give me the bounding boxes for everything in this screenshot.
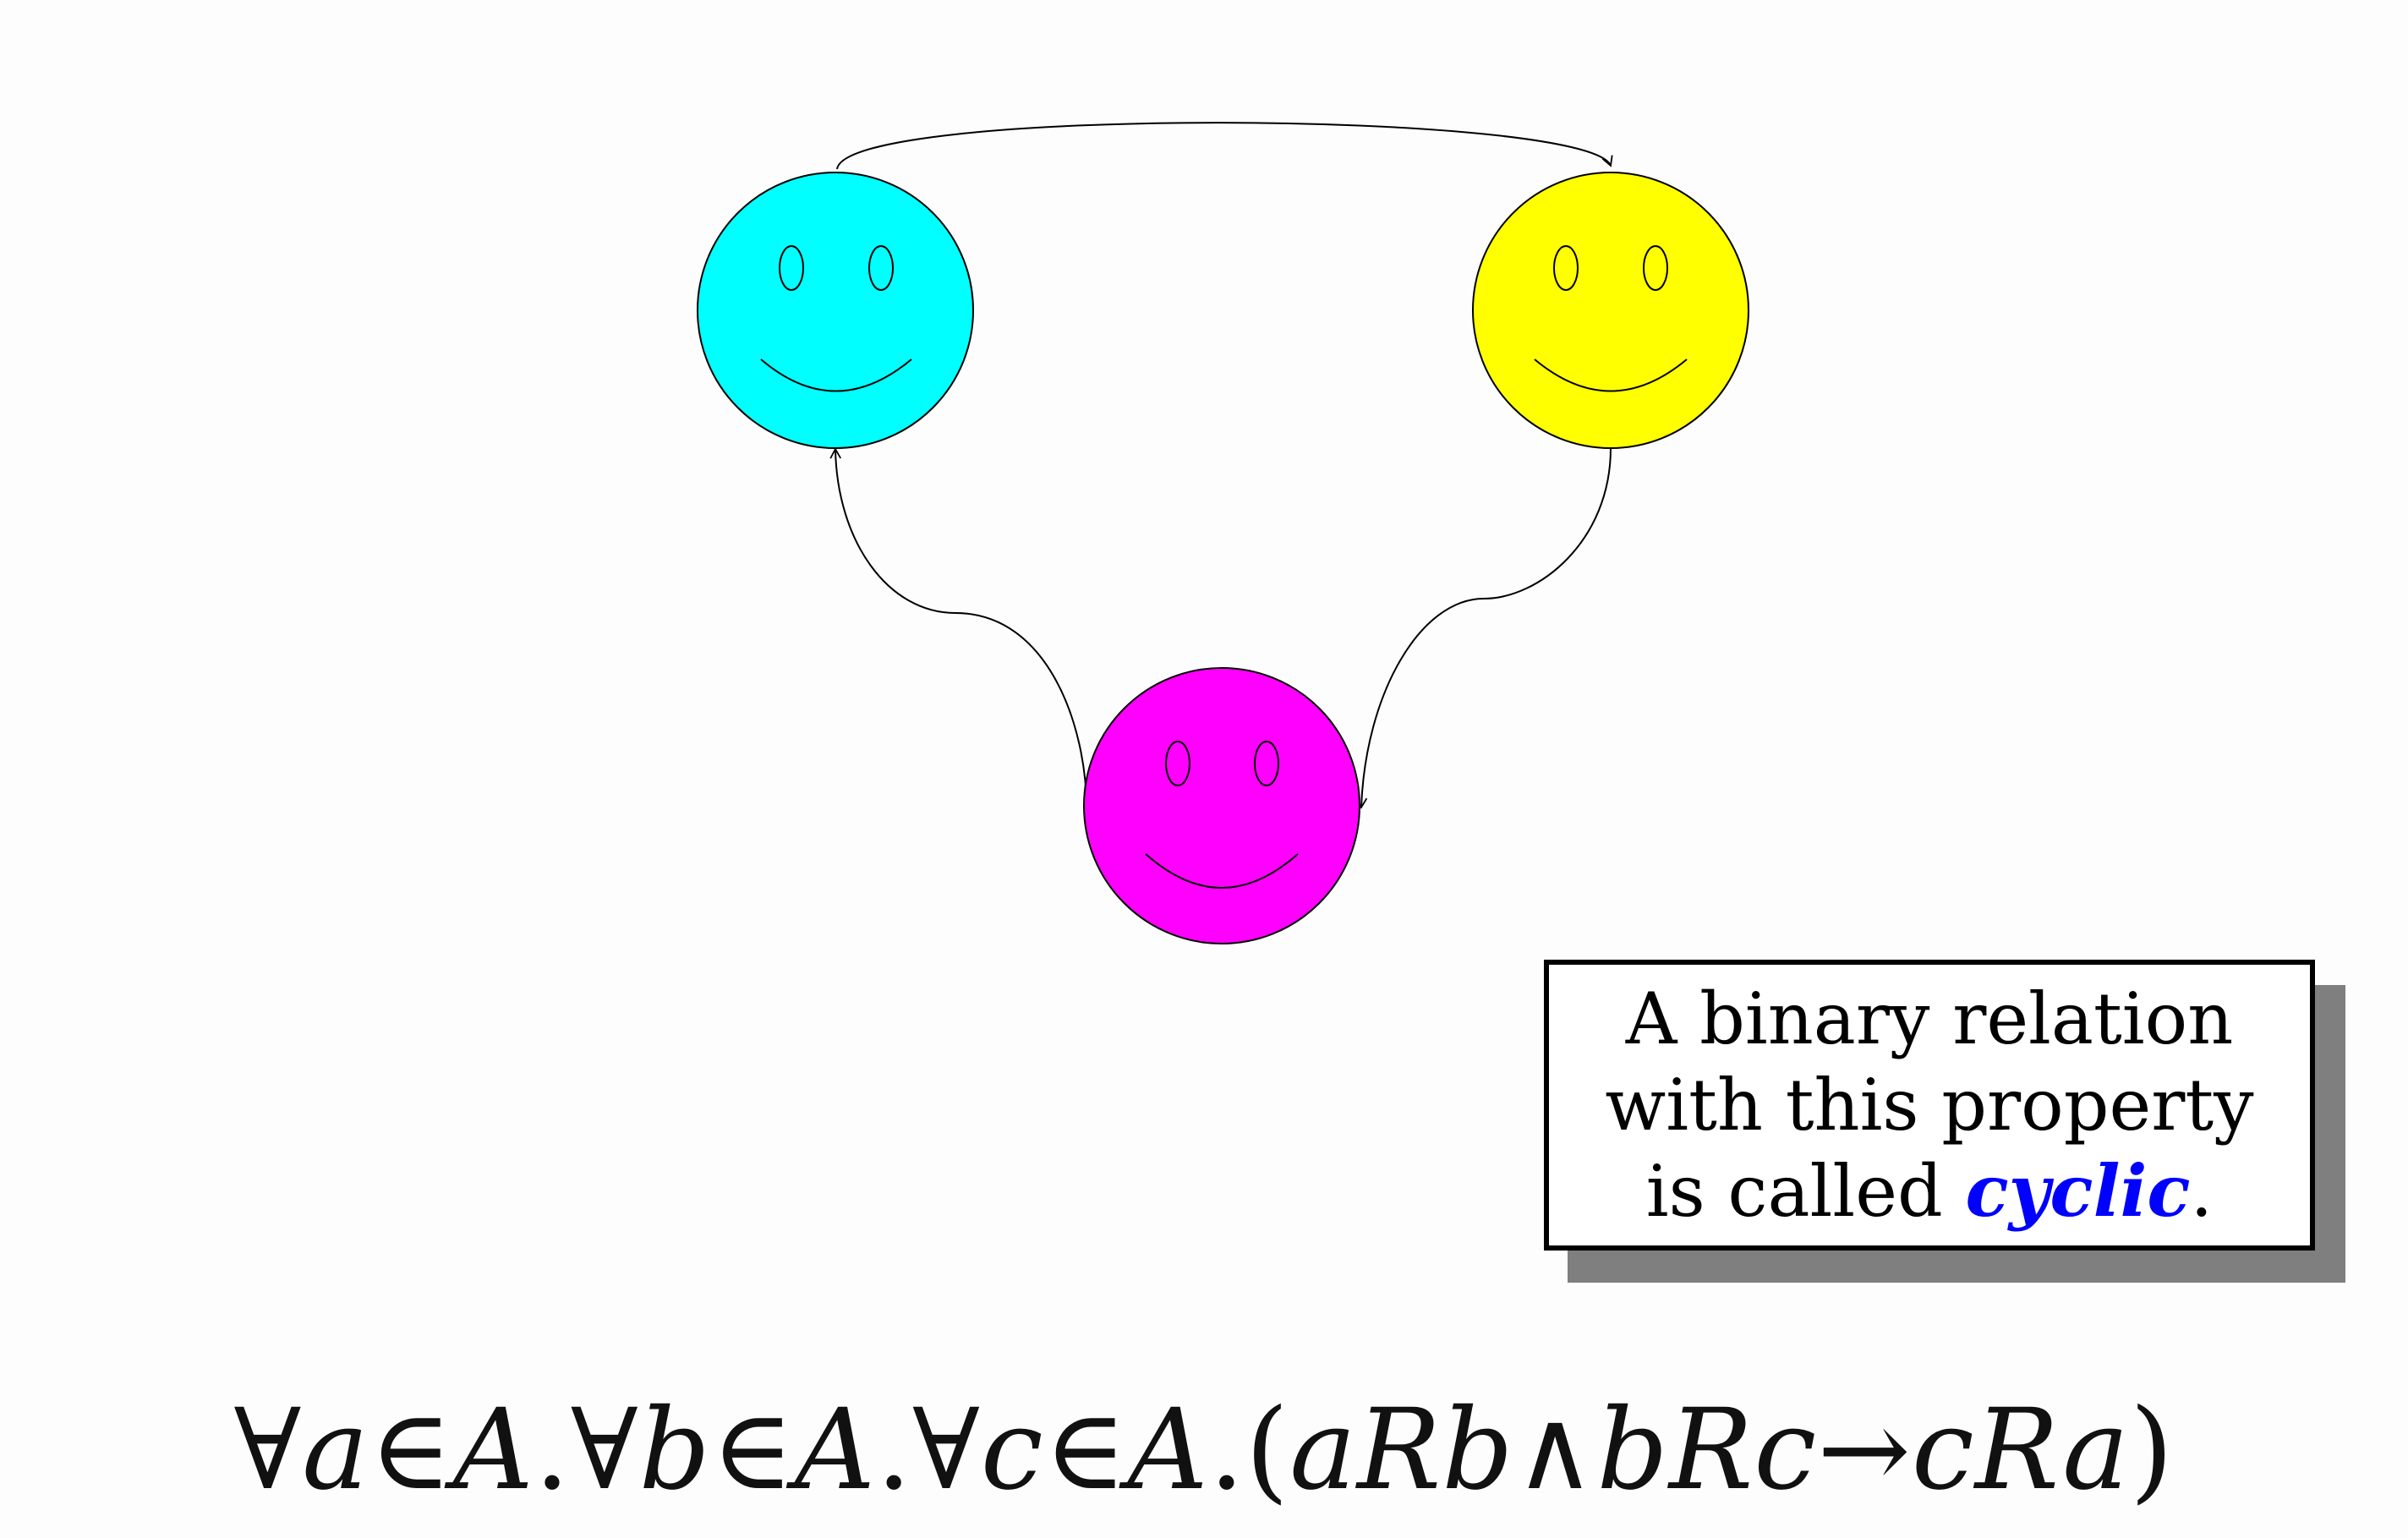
relation-bRc: bRc	[1596, 1385, 1818, 1515]
left-eye	[779, 245, 804, 291]
dot-2: .	[876, 1385, 913, 1515]
edge-c-to-a	[829, 447, 1087, 808]
callout-line-2: with this property	[1605, 1064, 2254, 1147]
var-a: a	[302, 1385, 369, 1515]
relation-cRa: cRa	[1911, 1385, 2130, 1515]
smile	[1534, 359, 1688, 392]
implies-arrow: →	[1817, 1385, 1912, 1515]
left-eye	[1553, 245, 1579, 291]
var-b: b	[638, 1385, 712, 1515]
forall-a: ∀	[233, 1385, 303, 1515]
edge-a-to-b	[836, 122, 1613, 170]
open-paren: (	[1245, 1385, 1290, 1515]
callout-line-3-prefix: is called	[1645, 1150, 1966, 1233]
edge-b-to-c	[1355, 447, 1612, 809]
smile	[1145, 853, 1299, 889]
callout-line-3: is called cyclic.	[1646, 1148, 2214, 1234]
definition-callout: A binary relation with this property is …	[1544, 960, 2315, 1251]
relation-aRb: aRb	[1289, 1385, 1514, 1515]
node-c-smiley	[1083, 667, 1360, 944]
right-eye	[1643, 245, 1668, 291]
left-eye	[1165, 741, 1190, 786]
right-eye	[1254, 741, 1279, 786]
node-a-face	[697, 172, 974, 449]
set-c: A	[1127, 1385, 1209, 1515]
var-c: c	[980, 1385, 1044, 1515]
element-of-2: ∈	[711, 1385, 795, 1515]
forall-c: ∀	[912, 1385, 981, 1515]
element-of-1: ∈	[369, 1385, 453, 1515]
cyclic-keyword: cyclic	[1965, 1149, 2191, 1233]
callout-line-1: A binary relation	[1625, 977, 2234, 1060]
right-eye	[868, 245, 894, 291]
set-a: A	[452, 1385, 534, 1515]
cyclic-formula: ∀a ∈ A. ∀b ∈ A. ∀c ∈ A. (aRb ∧ bRc → cRa…	[0, 1385, 2408, 1515]
callout-line-3-suffix: .	[2190, 1150, 2214, 1233]
node-b-face	[1472, 172, 1749, 449]
forall-b: ∀	[570, 1385, 639, 1515]
node-c-face	[1083, 667, 1360, 944]
set-b: A	[794, 1385, 877, 1515]
element-of-3: ∈	[1043, 1385, 1128, 1515]
node-b-smiley	[1472, 172, 1749, 449]
dot-1: .	[534, 1385, 571, 1515]
close-paren: )	[2129, 1385, 2175, 1515]
smile	[760, 359, 912, 392]
and-symbol: ∧	[1513, 1385, 1597, 1515]
dot-3: .	[1208, 1385, 1245, 1515]
node-a-smiley	[697, 172, 974, 449]
